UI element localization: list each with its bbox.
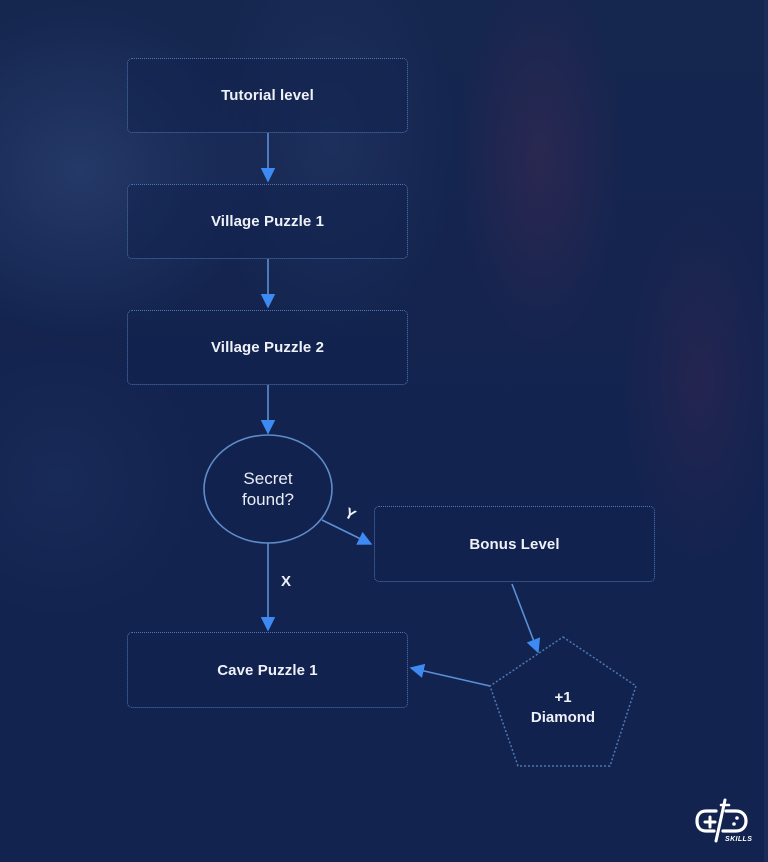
decision-label-line2: found? bbox=[242, 490, 294, 509]
node-label: Village Puzzle 1 bbox=[210, 213, 325, 230]
node-bonus-level: Bonus Level bbox=[374, 506, 655, 582]
right-border-strip bbox=[764, 0, 768, 862]
node-village-puzzle-1: Village Puzzle 1 bbox=[127, 184, 408, 259]
node-tutorial-level: Tutorial level bbox=[127, 58, 408, 133]
node-village-puzzle-2: Village Puzzle 2 bbox=[127, 310, 408, 385]
node-label: Bonus Level bbox=[469, 535, 560, 553]
reward-label-line1: +1 bbox=[554, 689, 572, 706]
node-label: Village Puzzle 2 bbox=[210, 339, 325, 356]
logo-skills-text: SKILLS bbox=[725, 836, 753, 843]
edge-label-no: X bbox=[281, 573, 292, 590]
reward-label-line2: Diamond bbox=[530, 709, 596, 726]
decision-label-line1: Secret bbox=[243, 469, 293, 488]
node-plus-one-diamond: +1 Diamond bbox=[508, 688, 618, 728]
gd-skills-logo-icon bbox=[695, 798, 748, 843]
node-secret-found: Secret found? bbox=[204, 468, 332, 510]
node-cave-puzzle-1: Cave Puzzle 1 bbox=[127, 632, 408, 708]
node-label: Cave Puzzle 1 bbox=[217, 661, 318, 679]
node-label: Tutorial level bbox=[221, 87, 314, 104]
edge-bonus-to-diamond bbox=[511, 583, 541, 654]
edge-secret-to-bonus bbox=[321, 519, 373, 545]
diamond-pentagon-shape bbox=[489, 636, 637, 767]
edge-diamond-to-cave1 bbox=[409, 663, 491, 687]
